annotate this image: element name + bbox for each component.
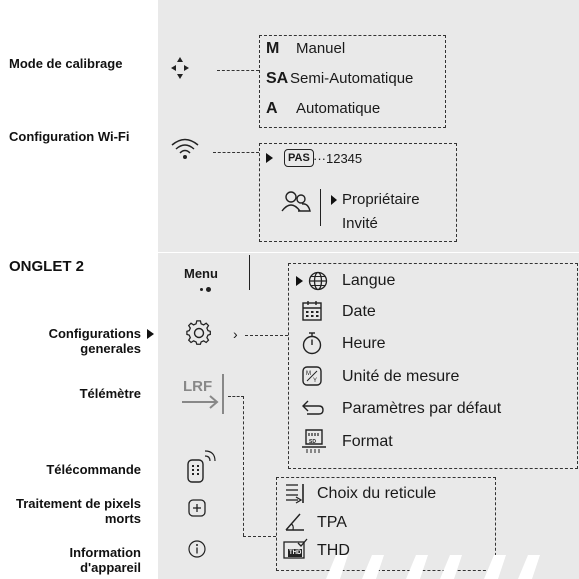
- wifi-options-box: [259, 143, 457, 242]
- calibration-code: SA: [266, 70, 289, 87]
- wifi-owner-option[interactable]: Propriétaire: [342, 191, 420, 208]
- chevron-right-icon: ›: [233, 326, 238, 342]
- undo-icon: [301, 398, 325, 418]
- section-divider: [158, 252, 579, 253]
- angle-icon: [284, 510, 308, 532]
- label-tab-2: ONGLET 2: [9, 258, 85, 275]
- password-badge: PAS: [284, 149, 314, 167]
- label-general-configs: Configurations generales: [48, 326, 141, 356]
- setting-language[interactable]: Langue: [342, 272, 396, 289]
- stopwatch-icon: [301, 331, 323, 355]
- watermark-shape: [326, 555, 579, 579]
- svg-text:Y: Y: [313, 378, 317, 384]
- selected-arrow-icon: [331, 195, 337, 205]
- general-settings-box: [288, 263, 578, 469]
- connector-line: [217, 70, 259, 71]
- label-device-info: Information d'appareil: [69, 545, 142, 575]
- selected-arrow-icon: [147, 329, 154, 339]
- calibration-code: M: [266, 40, 280, 57]
- globe-icon: [308, 271, 328, 291]
- sd-card-icon: SD: [302, 428, 328, 456]
- svg-text:SD: SD: [309, 439, 316, 445]
- page-dot-active: [206, 287, 211, 292]
- connector-line: [213, 152, 259, 153]
- calibration-code: A: [266, 100, 278, 117]
- connector-line: [245, 335, 288, 336]
- selected-arrow-icon: [266, 153, 273, 163]
- page-dot-inactive: [200, 288, 203, 291]
- thd-badge: THD: [288, 549, 303, 557]
- rangefinder-tpa[interactable]: TPA: [317, 514, 347, 531]
- calibration-label: Manuel: [296, 40, 346, 57]
- wifi-settings-icon[interactable]: [170, 136, 200, 160]
- calibration-option-manual[interactable]: M Manuel: [266, 40, 345, 58]
- lrf-arrow-icon: [182, 395, 220, 409]
- password-value[interactable]: ···12345: [313, 151, 363, 166]
- label-wifi-config: Configuration Wi-Fi: [9, 129, 130, 144]
- dead-pixel-icon[interactable]: [188, 499, 206, 517]
- thd-icon: THD: [283, 538, 309, 560]
- calibration-label: Automatique: [296, 100, 381, 117]
- calibration-label: Semi-Automatique: [290, 70, 414, 87]
- reticle-list-icon: [284, 482, 306, 504]
- separator: [320, 189, 321, 226]
- label-remote: Télécommande: [46, 462, 141, 477]
- label-rangefinder: Télémètre: [79, 386, 141, 401]
- setting-date[interactable]: Date: [342, 303, 376, 320]
- rangefinder-reticle-choice[interactable]: Choix du reticule: [317, 485, 437, 502]
- menu-panel-background: [158, 0, 579, 579]
- label-calibration-mode: Mode de calibrage: [9, 56, 123, 71]
- setting-defaults[interactable]: Paramètres par défaut: [342, 400, 502, 417]
- calibration-option-auto[interactable]: A Automatique: [266, 100, 380, 118]
- info-icon[interactable]: [188, 540, 206, 558]
- connector-line: [243, 536, 276, 537]
- wifi-guest-option[interactable]: Invité: [342, 215, 378, 232]
- gear-icon[interactable]: [186, 320, 212, 346]
- rangefinder-options-box: [276, 477, 496, 571]
- svg-text:M: M: [306, 371, 311, 377]
- lrf-label[interactable]: LRF: [183, 378, 213, 395]
- tab-separator: [249, 255, 250, 290]
- setting-units[interactable]: Unité de mesure: [342, 368, 460, 385]
- setting-time[interactable]: Heure: [342, 335, 386, 352]
- calendar-icon: [301, 300, 323, 322]
- connector-line: [243, 396, 244, 536]
- calibration-crosshair-icon[interactable]: [170, 55, 190, 81]
- menu-tab-label[interactable]: Menu: [184, 266, 218, 281]
- connector-line: [228, 396, 244, 397]
- lrf-bar: [222, 374, 224, 414]
- calibration-options-box: [259, 35, 446, 128]
- setting-format[interactable]: Format: [342, 433, 393, 450]
- rangefinder-thd[interactable]: THD: [317, 542, 350, 559]
- users-icon: [281, 190, 311, 212]
- units-icon: M Y: [301, 365, 323, 387]
- selected-arrow-icon: [296, 276, 303, 286]
- remote-control-icon[interactable]: [187, 448, 221, 484]
- label-dead-pixel: Traitement de pixels morts: [16, 496, 141, 526]
